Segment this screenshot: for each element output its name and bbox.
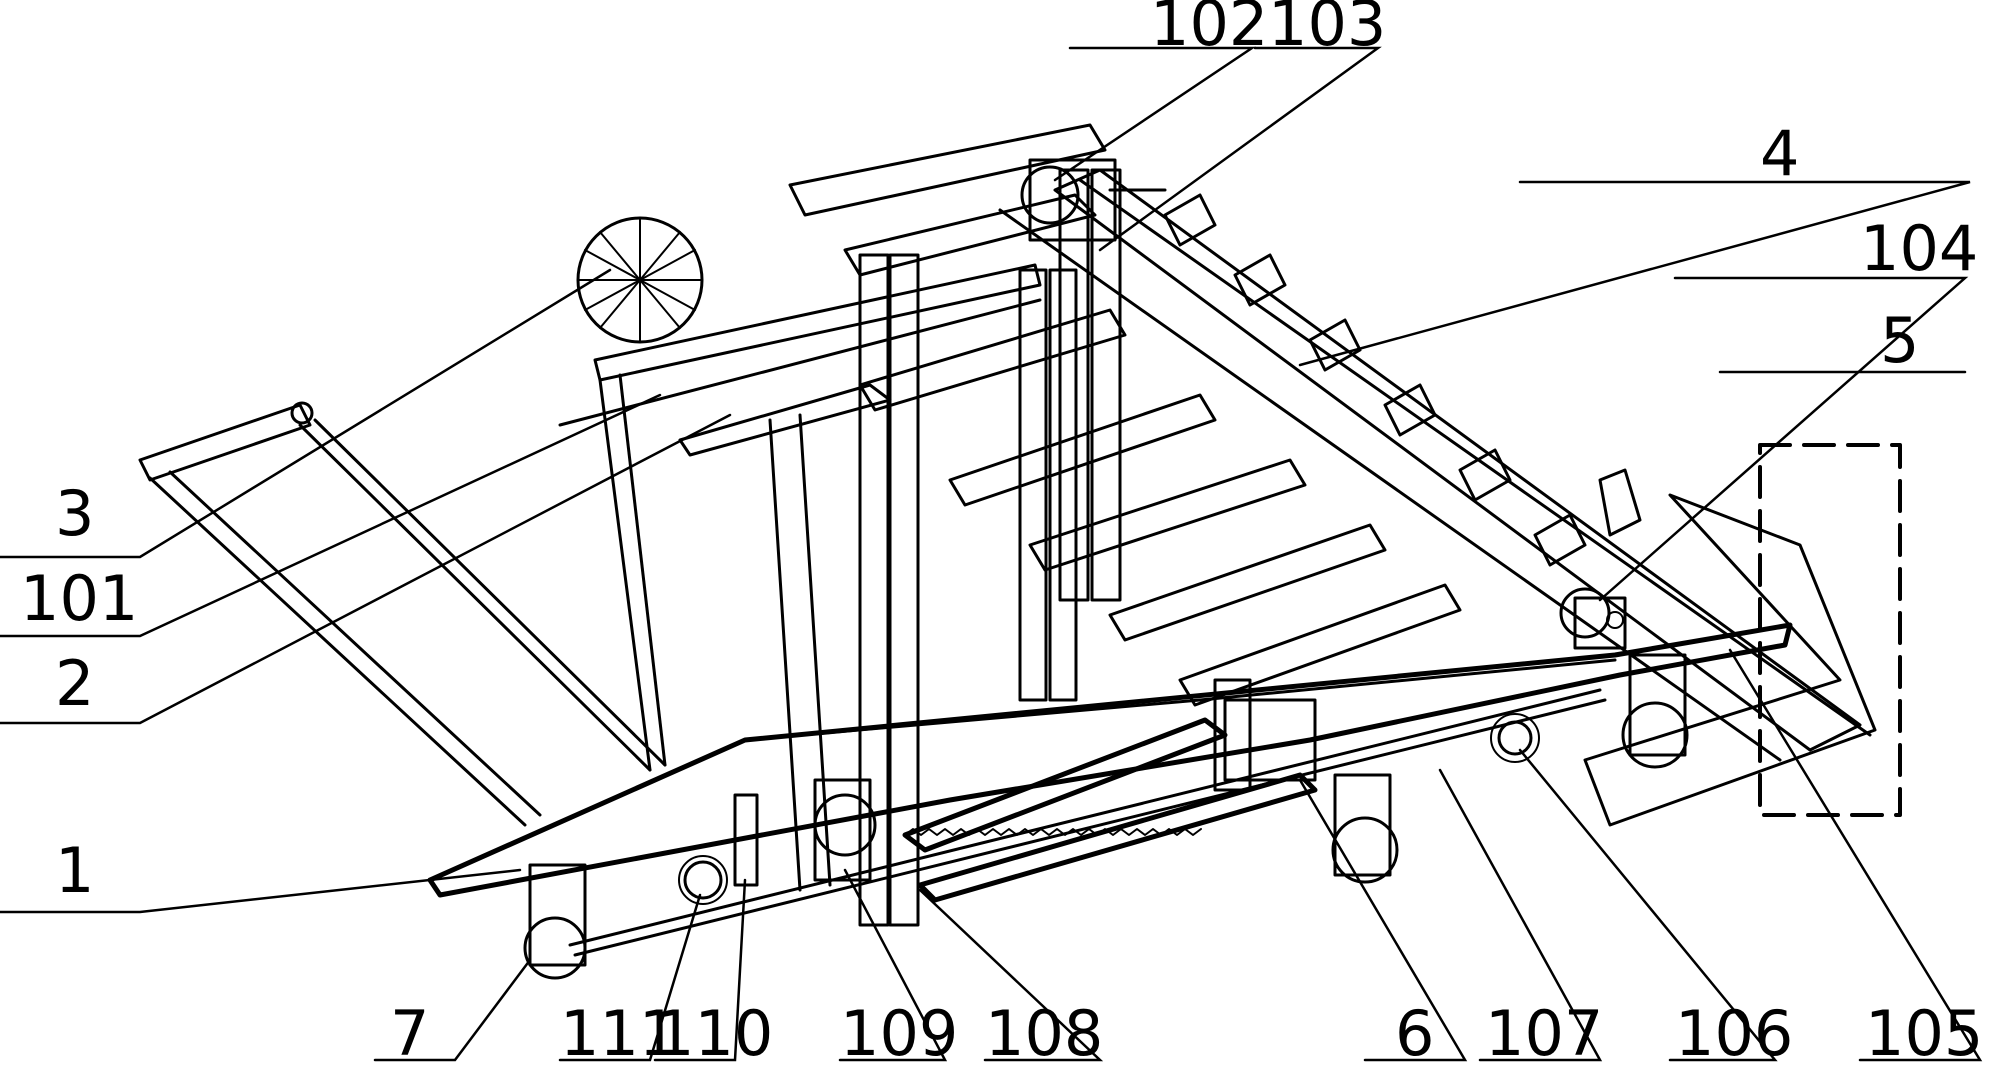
label-103: 103: [1268, 0, 1386, 60]
drive-shaft-sprocket: [568, 688, 1607, 957]
label-4: 4: [1760, 117, 1799, 190]
callout-labels: 3 101 2 1 102 103 4 104 5 7 111 110 109 …: [20, 0, 1983, 1067]
label-106: 106: [1675, 997, 1793, 1067]
fan-wheel: [576, 216, 704, 344]
label-107: 107: [1485, 997, 1603, 1067]
label-108: 108: [985, 997, 1103, 1067]
label-110: 110: [655, 997, 773, 1067]
wheels: [523, 587, 1689, 980]
conveyor-slats: [858, 193, 1642, 707]
label-109: 109: [840, 997, 958, 1067]
label-102: 102: [1150, 0, 1268, 60]
label-7: 7: [390, 997, 429, 1067]
top-bearing-assembly: [1020, 158, 1167, 602]
brush-roller: [902, 678, 1318, 903]
label-101: 101: [20, 562, 138, 635]
label-3: 3: [55, 477, 94, 550]
inclined-conveyor: [788, 123, 1872, 762]
leader-lines: [0, 46, 1983, 1062]
label-1: 1: [55, 834, 94, 907]
rear-handle: [138, 401, 667, 827]
label-104: 104: [1860, 212, 1978, 285]
rear-box: [1583, 443, 1902, 827]
label-2: 2: [55, 647, 94, 720]
label-111: 111: [560, 997, 678, 1067]
label-6: 6: [1395, 997, 1434, 1067]
base-chassis: [427, 622, 1793, 898]
label-105: 105: [1865, 997, 1983, 1067]
label-5: 5: [1880, 304, 1919, 377]
